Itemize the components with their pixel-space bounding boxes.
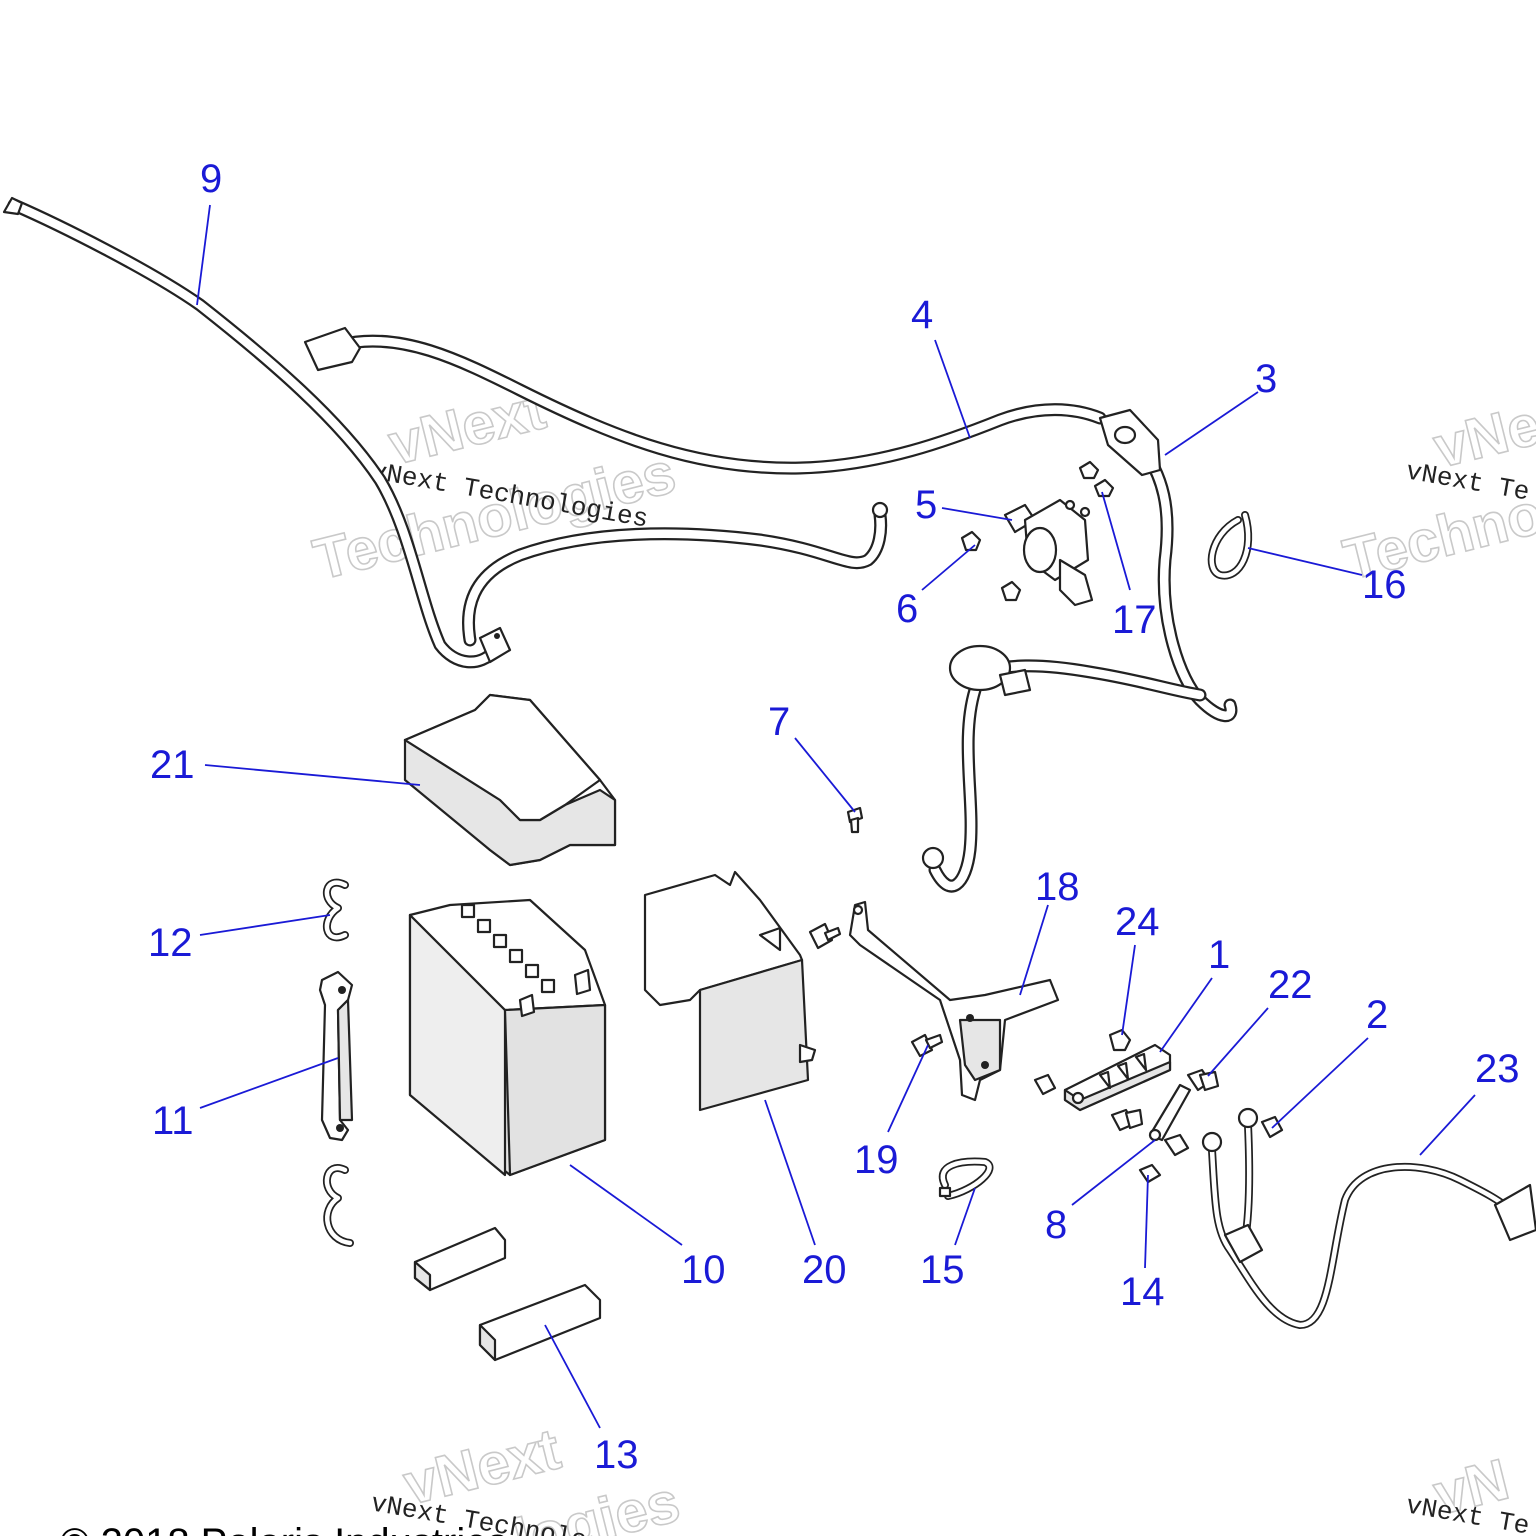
part-4-cable [303,326,1107,647]
callout-3: 3 [1255,357,1277,401]
part-13-pads [413,1226,602,1362]
leader-lines [196,204,1476,1429]
part-10-battery [408,898,607,1177]
callout-17: 17 [1112,598,1157,642]
callout-4: 4 [911,293,933,337]
part-12-clips [322,878,354,1247]
callout-11: 11 [152,1099,194,1143]
callout-13: 13 [594,1433,639,1477]
part-16-tie [1207,511,1253,580]
hardware-bolts-lower [1110,1068,1284,1184]
callout-1: 1 [1208,933,1230,977]
part-21-cover [403,693,617,867]
part-23-harness [1201,1107,1536,1329]
callout-6: 6 [896,587,918,631]
part-15-tie [938,1157,994,1200]
battery-terminals [460,903,592,1018]
part-7-bolt [846,806,864,834]
callout-14: 14 [1120,1270,1165,1314]
part-8-link [1148,1083,1192,1142]
hardware-screws [808,922,1057,1096]
callout-labels: 9 4 3 5 6 17 16 7 21 12 11 10 20 13 18 1… [148,157,1520,1477]
callout-24: 24 [1115,900,1160,944]
part-3-cable [921,408,1238,893]
callout-5: 5 [915,483,937,527]
callout-12: 12 [148,921,193,965]
callout-16: 16 [1362,563,1407,607]
part-9-cable [2,196,512,669]
callout-2: 2 [1366,993,1388,1037]
copyright-notice: © 2018 Polaris Industries [60,1521,507,1536]
callout-8: 8 [1045,1203,1067,1247]
part-1-terminal-block [1063,1028,1172,1112]
callout-23: 23 [1475,1047,1520,1091]
callout-21: 21 [150,743,195,787]
part-11-strap [318,970,354,1142]
part-5-solenoid [1003,498,1094,607]
callout-22: 22 [1268,963,1313,1007]
callout-7: 7 [768,700,790,744]
callout-9: 9 [200,157,222,201]
callout-10: 10 [681,1248,726,1292]
callout-18: 18 [1035,865,1080,909]
callout-19: 19 [854,1138,899,1182]
callout-15: 15 [920,1248,965,1292]
part-20-shield [643,870,817,1112]
callout-20: 20 [802,1248,847,1292]
part-18-bracket [848,900,1060,1102]
hardware-nuts [960,460,1115,602]
